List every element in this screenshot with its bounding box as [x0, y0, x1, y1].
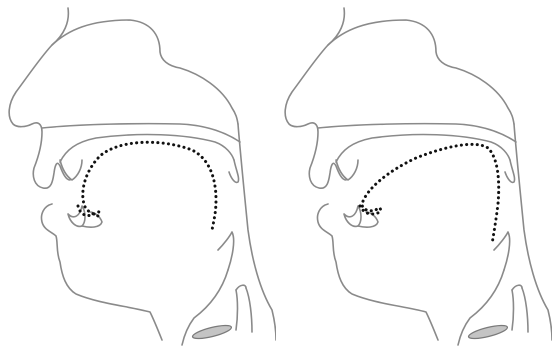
epiglottis [218, 232, 234, 270]
lower-teeth [68, 206, 85, 226]
vocal-tract-svg-left [0, 0, 276, 355]
larynx-back [246, 288, 252, 332]
velum [229, 160, 239, 182]
upper-teeth [336, 160, 358, 180]
epiglottis [494, 232, 510, 270]
arytenoid [512, 285, 522, 290]
palate-underside [60, 135, 234, 162]
larynx-front [236, 290, 238, 330]
vocal-tract-diagram-left [0, 0, 276, 355]
nasal-cavity-outline [328, 20, 514, 124]
lower-lip [317, 204, 438, 340]
lower-lip [41, 204, 162, 340]
pharyngeal-wall [238, 124, 276, 340]
pharyngeal-wall [514, 124, 552, 340]
vocal-tract-diagram-right [276, 0, 552, 355]
larynx-back [522, 288, 528, 332]
nasal-cavity-outline [52, 20, 238, 124]
upper-teeth [60, 160, 82, 180]
velum [505, 160, 515, 182]
palate-underside [336, 135, 510, 162]
hard-palate [42, 124, 240, 142]
lower-teeth [344, 206, 361, 226]
arytenoid [236, 285, 246, 290]
tongue-profile [360, 144, 499, 244]
hard-palate [318, 124, 516, 142]
larynx-front [512, 290, 514, 330]
vocal-folds-icon [192, 323, 233, 341]
vocal-tract-svg-right [276, 0, 552, 355]
vocal-folds-icon [468, 323, 509, 341]
